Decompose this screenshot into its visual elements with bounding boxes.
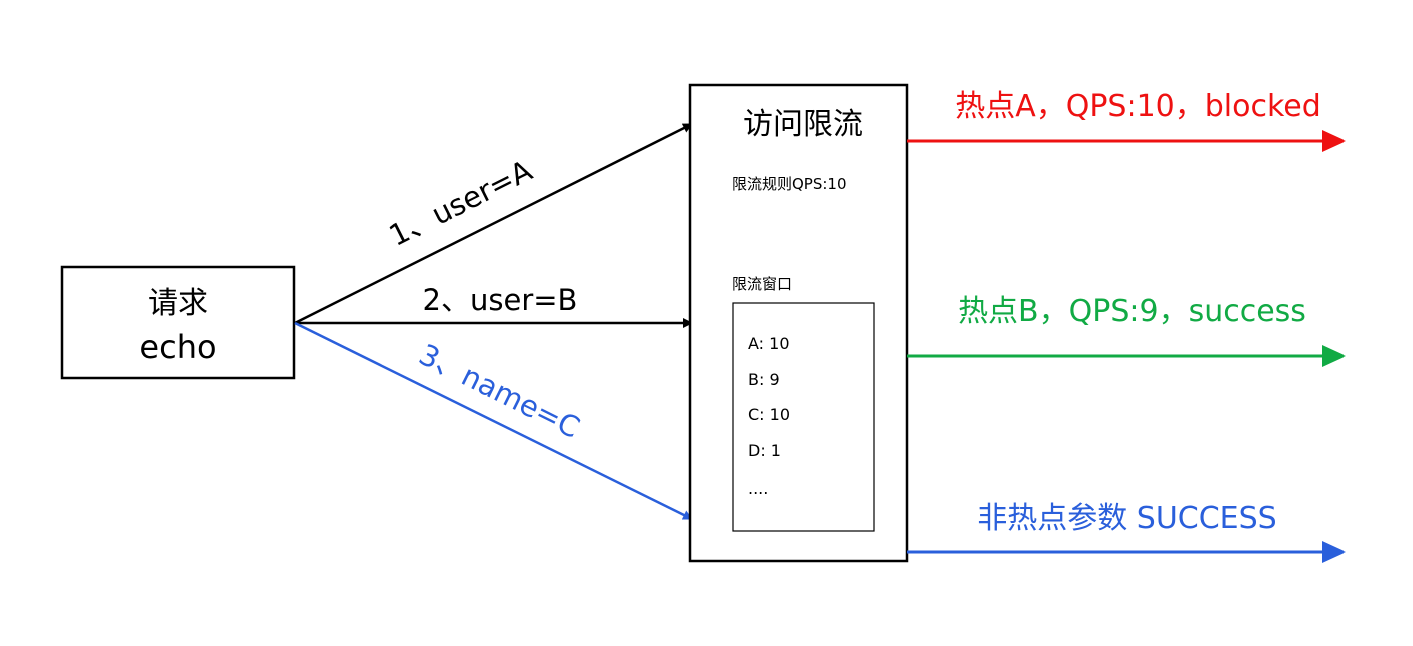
limiter-title: 访问限流	[743, 107, 863, 142]
window-title: 限流窗口	[732, 275, 792, 293]
input-label-2: 2、user=B	[423, 283, 578, 317]
output-label-blocked: 热点A，QPS:10，blocked	[955, 89, 1321, 124]
request-subtitle: echo	[139, 328, 216, 366]
window-entry: C: 10	[748, 405, 790, 424]
window-entry: A: 10	[748, 334, 790, 353]
request-box	[60, 265, 296, 380]
window-box	[732, 302, 875, 532]
window-entry: D: 1	[748, 441, 781, 460]
window-entry: B: 9	[748, 370, 780, 389]
input-arrow-3	[294, 321, 693, 521]
limiter-node: 访问限流 限流规则QPS:10 限流窗口 A: 10 B: 9 C: 10 D:…	[688, 83, 909, 563]
limiter-rule: 限流规则QPS:10	[732, 175, 847, 193]
input-label-1: 1、user=A	[384, 153, 538, 253]
request-node: 请求 echo	[60, 265, 296, 380]
input-label-3: 3、name=C	[414, 337, 585, 445]
request-title: 请求	[148, 286, 208, 321]
output-label-success: 热点B，QPS:9，success	[958, 294, 1306, 329]
input-arrow-1	[294, 122, 693, 325]
window-entry: ....	[748, 479, 768, 498]
output-label-nonhot: 非热点参数 SUCCESS	[977, 501, 1276, 536]
